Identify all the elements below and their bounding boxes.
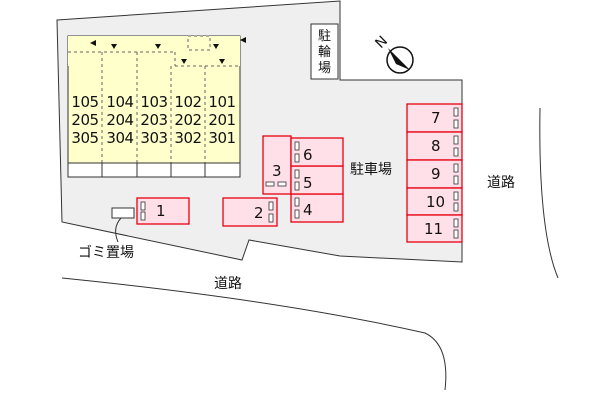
wheel-stopper — [294, 169, 300, 179]
wheel-stopper — [294, 197, 300, 207]
entrance-arrow-icon — [90, 40, 96, 46]
wheel-stopper — [453, 229, 459, 239]
entry-marker-icon — [213, 44, 219, 49]
wheel-stopper — [268, 213, 274, 223]
wheel-stopper — [453, 107, 459, 117]
parking-space-box — [290, 137, 344, 167]
entry-marker-icon — [219, 59, 225, 64]
wheel-stopper — [265, 181, 275, 187]
parking-space-box — [290, 165, 344, 195]
wheel-stopper — [453, 202, 459, 212]
parking-space: 3 — [262, 135, 292, 195]
parking-space-number: 8 — [431, 137, 441, 155]
garbage-area — [111, 207, 135, 219]
room-number: 104 — [106, 93, 133, 111]
wheel-stopper — [453, 175, 459, 185]
bike-parking-area — [310, 23, 339, 80]
wheel-stopper — [294, 209, 300, 219]
entrance-arrow-icon — [240, 37, 246, 43]
wheel-stopper — [453, 163, 459, 173]
parking-space: 7 — [406, 103, 463, 133]
parking-space: 11 — [406, 214, 463, 243]
room-number: 203 — [140, 111, 167, 129]
parking-space-box — [290, 193, 344, 223]
parking-space-number: 3 — [272, 162, 282, 180]
road-label-bottom: 道路 — [214, 276, 242, 292]
bike-parking-char: 駐 — [318, 29, 331, 44]
room-number: 202 — [174, 111, 201, 129]
road-label-right: 道路 — [487, 175, 515, 191]
parking-space-number: 6 — [303, 146, 313, 164]
wheel-stopper — [453, 191, 459, 201]
wheel-stopper — [453, 147, 459, 157]
room-number: 303 — [140, 129, 167, 147]
road-edge-right — [539, 107, 559, 279]
parking-spaces: 1 2 3 4 5 6 7 8 9 10 11 — [136, 103, 463, 243]
parking-space-number: 11 — [424, 220, 443, 238]
room-number: 305 — [71, 129, 98, 147]
wheel-stopper — [140, 201, 146, 211]
parking-space-box — [136, 197, 190, 225]
wheel-stopper — [294, 141, 300, 151]
parking-space-box — [406, 103, 463, 133]
room-labels: 105 104 103 102 101 205 204 203 202 201 305 304 303 3… — [71, 93, 236, 147]
room-number: 103 — [140, 93, 167, 111]
room-number: 204 — [106, 111, 133, 129]
wheel-stopper — [294, 153, 300, 163]
wheel-stopper — [140, 211, 146, 221]
parking-space-number: 2 — [254, 204, 264, 222]
room-number: 105 — [71, 93, 98, 111]
parking-space-number: 5 — [303, 174, 313, 192]
bike-parking-label: 駐輪場 — [318, 29, 331, 76]
wheel-stopper — [294, 181, 300, 191]
entry-marker-icon — [155, 44, 161, 49]
parking-space: 6 — [290, 137, 344, 167]
wheel-stopper — [453, 135, 459, 145]
wheel-stopper — [453, 218, 459, 228]
parking-space: 9 — [406, 159, 463, 189]
parking-space-number: 1 — [156, 202, 166, 220]
bike-parking-char: 輪 — [318, 44, 331, 60]
room-number: 101 — [208, 93, 235, 111]
parking-space: 5 — [290, 165, 344, 195]
room-number: 304 — [106, 129, 133, 147]
parking-space-number: 7 — [431, 109, 441, 127]
parking-space: 4 — [290, 193, 344, 223]
parking-space-number: 10 — [426, 193, 445, 211]
parking-space-box — [222, 197, 278, 227]
wheel-stopper — [268, 201, 274, 211]
room-number: 301 — [208, 129, 235, 147]
svg-text:N: N — [372, 33, 391, 52]
bike-parking-char: 場 — [318, 61, 331, 76]
parking-space-box — [406, 214, 463, 243]
parking-space: 1 — [136, 197, 190, 225]
parking-space: 10 — [406, 187, 463, 216]
garbage-label: ゴミ置場 — [78, 244, 134, 261]
road-edge-bottom — [61, 277, 447, 391]
parking-space-box — [406, 159, 463, 189]
parking-space-number: 4 — [303, 201, 313, 219]
parking-space: 8 — [406, 131, 463, 161]
room-number: 201 — [208, 111, 235, 129]
garbage-leader-line — [115, 217, 122, 243]
room-number: 302 — [174, 129, 201, 147]
room-number: 205 — [71, 111, 98, 129]
room-number: 102 — [174, 93, 201, 111]
wheel-stopper — [453, 119, 459, 129]
parking-label: 駐車場 — [350, 161, 392, 178]
entry-marker-icon — [181, 59, 187, 64]
entry-marker-icon — [111, 44, 117, 49]
wheel-stopper — [277, 181, 287, 187]
parking-space-box — [406, 187, 463, 216]
north-arrow-icon: N — [372, 33, 414, 74]
parking-space-number: 9 — [431, 165, 441, 183]
parking-space: 2 — [222, 197, 278, 227]
apartment-building: 105 104 103 102 101 205 204 203 202 201 305 304 303 3… — [67, 35, 246, 178]
